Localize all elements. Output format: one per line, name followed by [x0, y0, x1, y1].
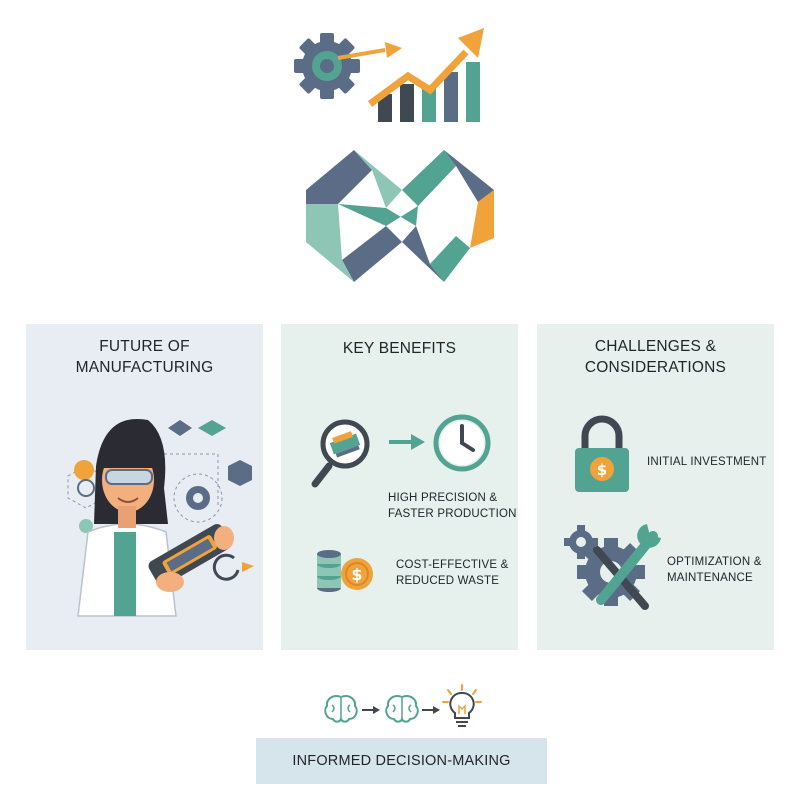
- challenges-panel: CHALLENGES & CONSIDERATIONS $ INITIAL IN…: [537, 324, 774, 650]
- benefit-cost-label: COST-EFFECTIVE & REDUCED WASTE: [396, 559, 509, 587]
- informed-decision-making-box: INFORMED DECISION-MAKING: [256, 738, 547, 784]
- arrow-right-icon: [389, 434, 425, 450]
- growth-chart-icon: [337, 28, 484, 122]
- challenge-optimization-label: OPTIMIZATION & MAINTENANCE: [667, 556, 762, 584]
- svg-text:$: $: [351, 565, 362, 584]
- clock-icon: [433, 414, 491, 472]
- padlock-dollar-icon: $: [575, 415, 629, 492]
- arrow-right-icon: [362, 706, 380, 714]
- challenge-investment-label: INITIAL INVESTMENT: [647, 456, 767, 468]
- infinity-logo-icon: [306, 150, 494, 282]
- brain-icon: [324, 695, 358, 723]
- lightbulb-icon: [442, 684, 482, 727]
- coins-icon: $: [317, 550, 373, 592]
- benefits-panel: KEY BENEFITS HIGH PRECISION & FASTER PRO…: [281, 324, 518, 650]
- scientist-icon: [67, 418, 254, 617]
- arrow-right-icon: [422, 706, 440, 714]
- gear-wrench-icon: [564, 524, 661, 610]
- decision-label: INFORMED DECISION-MAKING: [292, 753, 511, 769]
- gear-icon: [294, 33, 360, 99]
- brain-icon: [385, 695, 419, 723]
- magnifier-icon: [311, 419, 370, 488]
- benefits-panel-title: KEY BENEFITS: [342, 340, 457, 357]
- svg-text:$: $: [597, 461, 607, 479]
- future-panel-title: FUTURE OF MANUFACTURING: [75, 338, 214, 376]
- future-panel: FUTURE OF MANUFACTURING: [26, 324, 263, 650]
- challenges-panel-title: CHALLENGES & CONSIDERATIONS: [584, 338, 727, 376]
- benefit-precision-label: HIGH PRECISION & FASTER PRODUCTION: [388, 492, 517, 520]
